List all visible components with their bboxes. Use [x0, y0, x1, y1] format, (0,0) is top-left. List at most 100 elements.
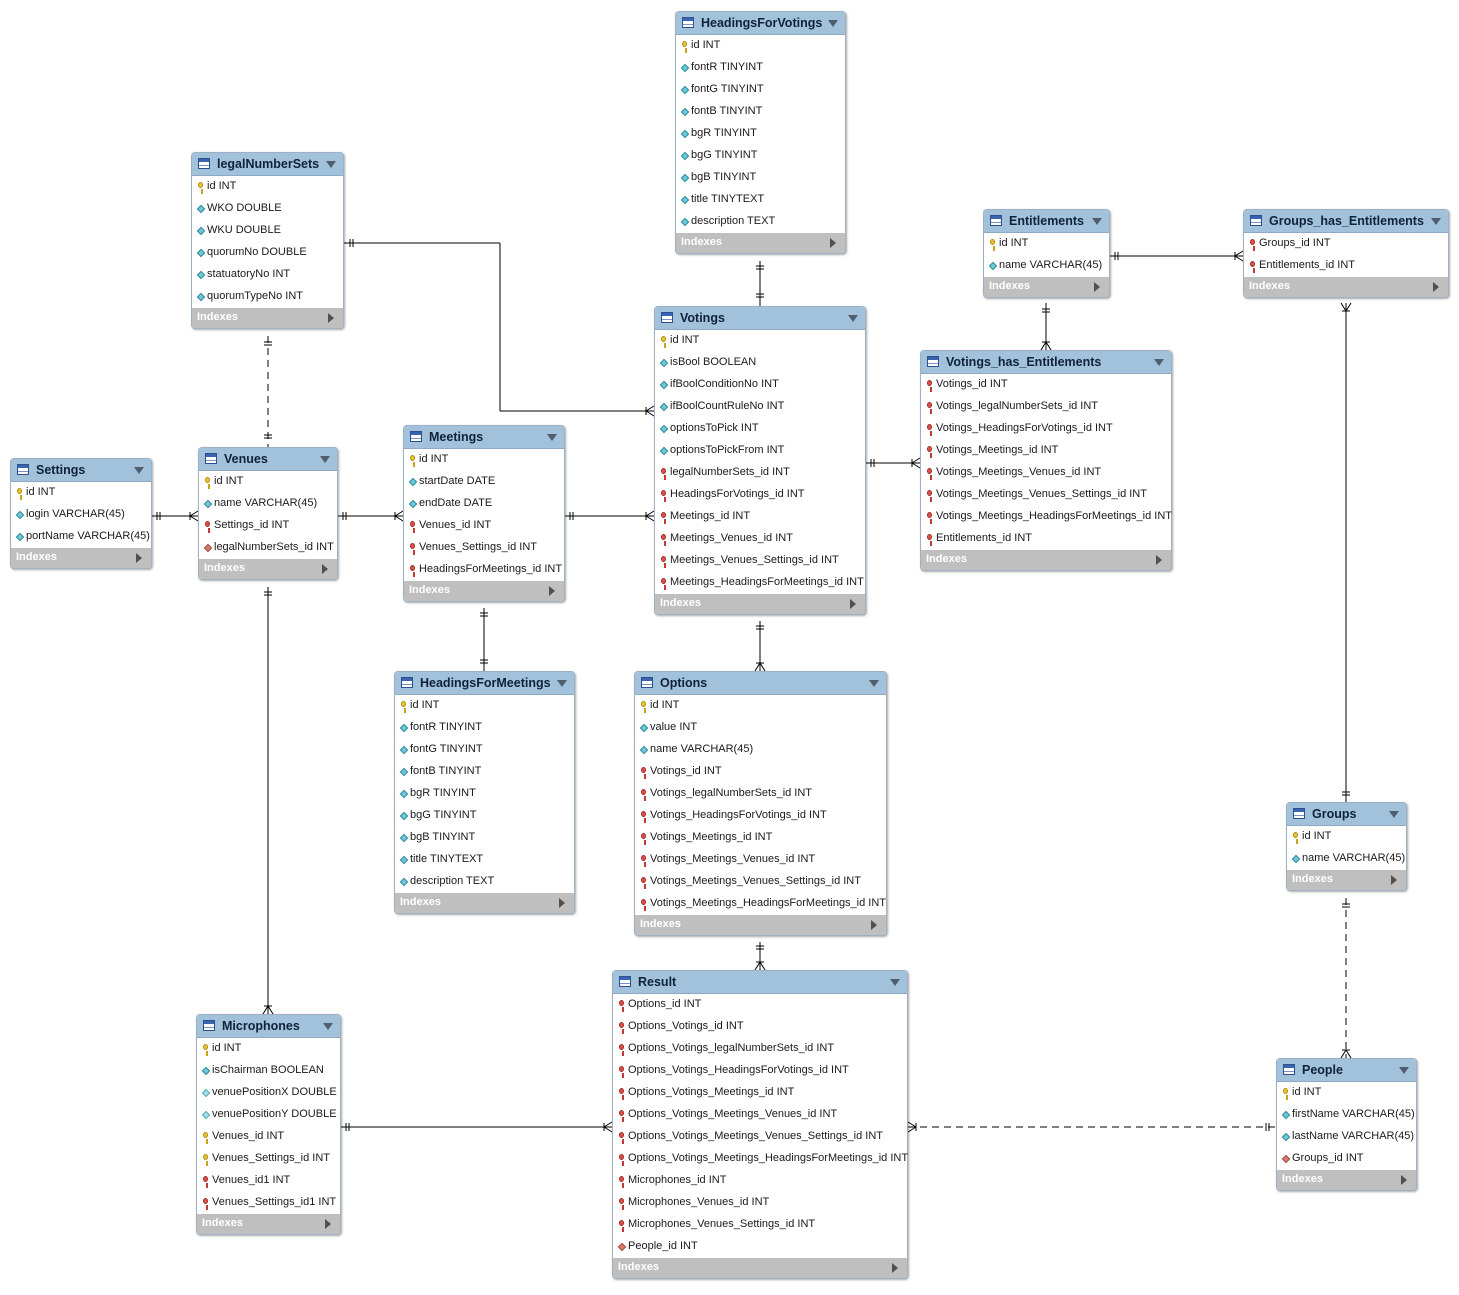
column-row[interactable]: Votings_Meetings_HeadingsForMeetings_id …: [921, 506, 1172, 528]
indexes-section[interactable]: Indexes: [1244, 277, 1448, 297]
table-header[interactable]: Options: [635, 672, 886, 695]
collapse-caret-icon[interactable]: [547, 434, 557, 441]
column-row[interactable]: legalNumberSets_id INT: [655, 462, 865, 484]
column-row[interactable]: id INT: [635, 695, 886, 717]
column-row[interactable]: bgR TINYINT: [395, 783, 574, 805]
column-row[interactable]: id INT: [11, 482, 151, 504]
column-row[interactable]: fontG TINYINT: [676, 79, 845, 101]
column-row[interactable]: id INT: [1277, 1082, 1416, 1104]
column-row[interactable]: isChairman BOOLEAN: [197, 1060, 340, 1082]
indexes-section[interactable]: Indexes: [676, 233, 845, 253]
expand-arrow-icon[interactable]: [322, 564, 328, 574]
indexes-section[interactable]: Indexes: [921, 550, 1171, 570]
collapse-caret-icon[interactable]: [557, 680, 567, 687]
indexes-section[interactable]: Indexes: [984, 277, 1109, 297]
column-row[interactable]: bgG TINYINT: [395, 805, 574, 827]
column-row[interactable]: id INT: [192, 176, 343, 198]
column-row[interactable]: Groups_id INT: [1277, 1148, 1416, 1170]
table-header[interactable]: Entitlements: [984, 210, 1109, 233]
column-row[interactable]: Meetings_id INT: [655, 506, 865, 528]
column-row[interactable]: HeadingsForVotings_id INT: [655, 484, 865, 506]
column-row[interactable]: optionsToPickFrom INT: [655, 440, 865, 462]
column-row[interactable]: HeadingsForMeetings_id INT: [404, 559, 564, 581]
expand-arrow-icon[interactable]: [1156, 555, 1162, 565]
column-row[interactable]: People_id INT: [613, 1236, 907, 1258]
collapse-caret-icon[interactable]: [134, 467, 144, 474]
expand-arrow-icon[interactable]: [325, 1219, 331, 1229]
column-row[interactable]: WKO DOUBLE: [192, 198, 343, 220]
column-row[interactable]: id INT: [984, 233, 1109, 255]
column-row[interactable]: value INT: [635, 717, 886, 739]
collapse-caret-icon[interactable]: [869, 680, 879, 687]
indexes-section[interactable]: Indexes: [395, 893, 574, 913]
expand-arrow-icon[interactable]: [136, 553, 142, 563]
indexes-section[interactable]: Indexes: [11, 548, 151, 568]
column-row[interactable]: quorumNo DOUBLE: [192, 242, 343, 264]
column-row[interactable]: Meetings_HeadingsForMeetings_id INT: [655, 572, 865, 594]
collapse-caret-icon[interactable]: [828, 20, 838, 27]
collapse-caret-icon[interactable]: [1399, 1067, 1409, 1074]
column-row[interactable]: id INT: [1287, 826, 1406, 848]
column-row[interactable]: Options_Votings_Meetings_id INT: [613, 1082, 907, 1104]
column-row[interactable]: venuePositionX DOUBLE: [197, 1082, 340, 1104]
column-row[interactable]: title TINYTEXT: [395, 849, 574, 871]
expand-arrow-icon[interactable]: [871, 920, 877, 930]
column-row[interactable]: id INT: [655, 330, 865, 352]
column-row[interactable]: Votings_Meetings_Venues_id INT: [921, 462, 1171, 484]
column-row[interactable]: lastName VARCHAR(45): [1277, 1126, 1416, 1148]
column-row[interactable]: venuePositionY DOUBLE: [197, 1104, 340, 1126]
table-header[interactable]: Votings_has_Entitlements: [921, 351, 1171, 374]
column-row[interactable]: Settings_id INT: [199, 515, 337, 537]
column-row[interactable]: login VARCHAR(45): [11, 504, 151, 526]
column-row[interactable]: Microphones_id INT: [613, 1170, 907, 1192]
collapse-caret-icon[interactable]: [323, 1023, 333, 1030]
column-row[interactable]: Meetings_Venues_Settings_id INT: [655, 550, 865, 572]
column-row[interactable]: fontR TINYINT: [395, 717, 574, 739]
column-row[interactable]: endDate DATE: [404, 493, 564, 515]
column-row[interactable]: Entitlements_id INT: [1244, 255, 1448, 277]
expand-arrow-icon[interactable]: [1433, 282, 1439, 292]
column-row[interactable]: Options_Votings_Meetings_Venues_Settings…: [613, 1126, 907, 1148]
column-row[interactable]: Votings_HeadingsForVotings_id INT: [635, 805, 886, 827]
column-row[interactable]: name VARCHAR(45): [199, 493, 337, 515]
table-header[interactable]: Groups: [1287, 803, 1406, 826]
column-row[interactable]: fontB TINYINT: [676, 101, 845, 123]
column-row[interactable]: firstName VARCHAR(45): [1277, 1104, 1416, 1126]
expand-arrow-icon[interactable]: [559, 898, 565, 908]
column-row[interactable]: legalNumberSets_id INT: [199, 537, 337, 559]
column-row[interactable]: Votings_Meetings_Venues_id INT: [635, 849, 886, 871]
column-row[interactable]: bgR TINYINT: [676, 123, 845, 145]
indexes-section[interactable]: Indexes: [1287, 870, 1406, 890]
column-row[interactable]: statuatoryNo INT: [192, 264, 343, 286]
indexes-section[interactable]: Indexes: [192, 308, 343, 328]
collapse-caret-icon[interactable]: [1431, 218, 1441, 225]
column-row[interactable]: fontG TINYINT: [395, 739, 574, 761]
column-row[interactable]: description TEXT: [676, 211, 845, 233]
indexes-section[interactable]: Indexes: [613, 1258, 907, 1278]
column-row[interactable]: portName VARCHAR(45): [11, 526, 151, 548]
column-row[interactable]: Votings_HeadingsForVotings_id INT: [921, 418, 1171, 440]
column-row[interactable]: Meetings_Venues_id INT: [655, 528, 865, 550]
column-row[interactable]: Options_Votings_id INT: [613, 1016, 907, 1038]
table-header[interactable]: Microphones: [197, 1015, 340, 1038]
column-row[interactable]: title TINYTEXT: [676, 189, 845, 211]
column-row[interactable]: Options_Votings_Meetings_Venues_id INT: [613, 1104, 907, 1126]
column-row[interactable]: fontR TINYINT: [676, 57, 845, 79]
expand-arrow-icon[interactable]: [1094, 282, 1100, 292]
column-row[interactable]: description TEXT: [395, 871, 574, 893]
column-row[interactable]: id INT: [404, 449, 564, 471]
indexes-section[interactable]: Indexes: [197, 1214, 340, 1234]
column-row[interactable]: Venues_Settings_id1 INT: [197, 1192, 340, 1214]
column-row[interactable]: id INT: [199, 471, 337, 493]
collapse-caret-icon[interactable]: [1389, 811, 1399, 818]
column-row[interactable]: id INT: [676, 35, 845, 57]
